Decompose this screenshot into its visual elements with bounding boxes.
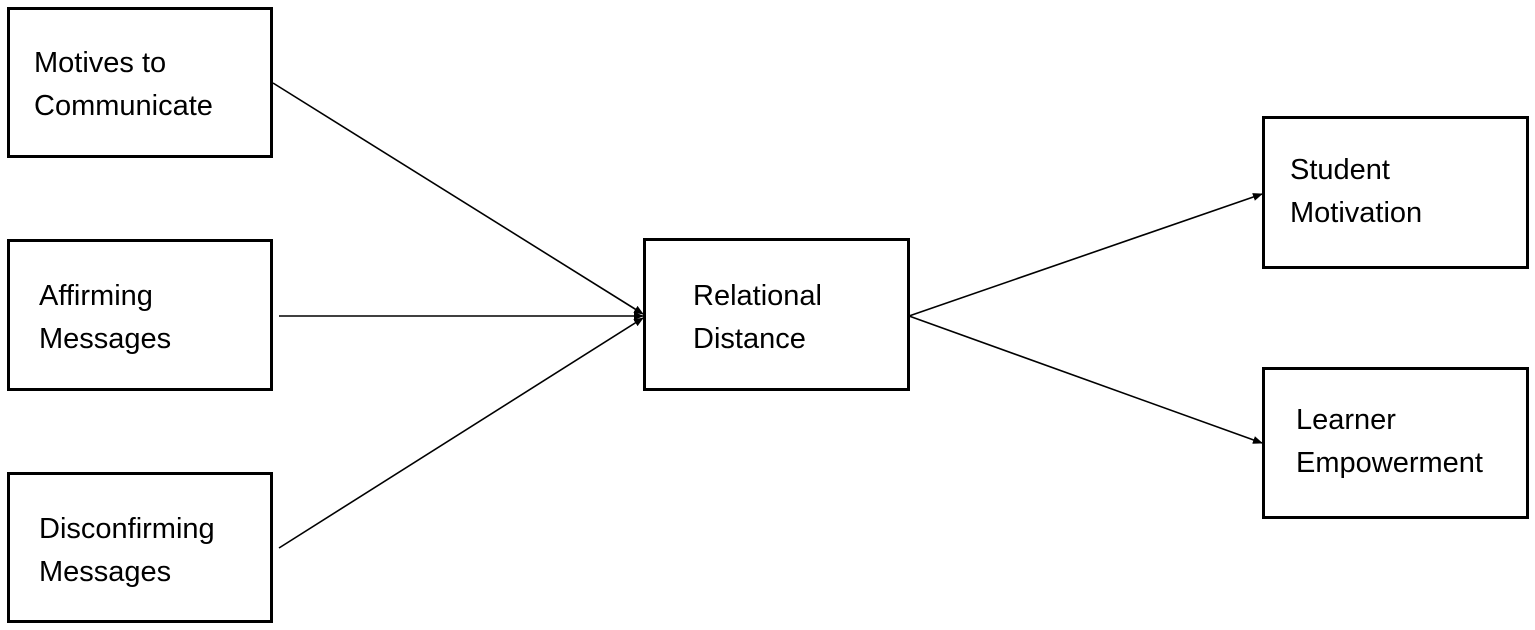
disconfirming-messages-label: Disconfirming Messages — [39, 508, 215, 594]
relational-distance-box: Relational Distance — [643, 238, 910, 391]
relational-line-2: Distance — [693, 323, 806, 355]
arrow-relational-to-learner — [908, 315, 1263, 444]
affirming-line-1: Affirming — [39, 280, 153, 312]
motives-line-2: Communicate — [34, 90, 213, 122]
motives-to-communicate-box: Motives to Communicate — [7, 7, 273, 158]
student-motivation-label: Student Motivation — [1290, 149, 1422, 235]
arrow-disconfirming-to-relational — [278, 317, 644, 549]
learner-empowerment-label: Learner Empowerment — [1296, 399, 1483, 485]
student-line-2: Motivation — [1290, 197, 1423, 229]
student-line-1: Student — [1290, 154, 1390, 186]
learner-line-1: Learner — [1296, 404, 1396, 436]
student-motivation-box: Student Motivation — [1262, 116, 1529, 269]
affirming-messages-box: Affirming Messages — [7, 239, 273, 391]
affirming-messages-label: Affirming Messages — [39, 275, 171, 361]
arrow-motives-to-relational — [272, 82, 644, 315]
arrow-relational-to-student — [908, 193, 1263, 317]
disconfirming-line-2: Messages — [39, 556, 172, 588]
disconfirming-messages-box: Disconfirming Messages — [7, 472, 273, 623]
learner-line-2: Empowerment — [1296, 447, 1483, 479]
disconfirming-line-1: Disconfirming — [39, 513, 215, 545]
learner-empowerment-box: Learner Empowerment — [1262, 367, 1529, 519]
affirming-line-2: Messages — [39, 323, 172, 355]
motives-line-1: Motives to — [34, 47, 167, 79]
relational-distance-label: Relational Distance — [693, 275, 822, 361]
motives-to-communicate-label: Motives to Communicate — [34, 42, 213, 128]
relational-line-1: Relational — [693, 280, 822, 312]
